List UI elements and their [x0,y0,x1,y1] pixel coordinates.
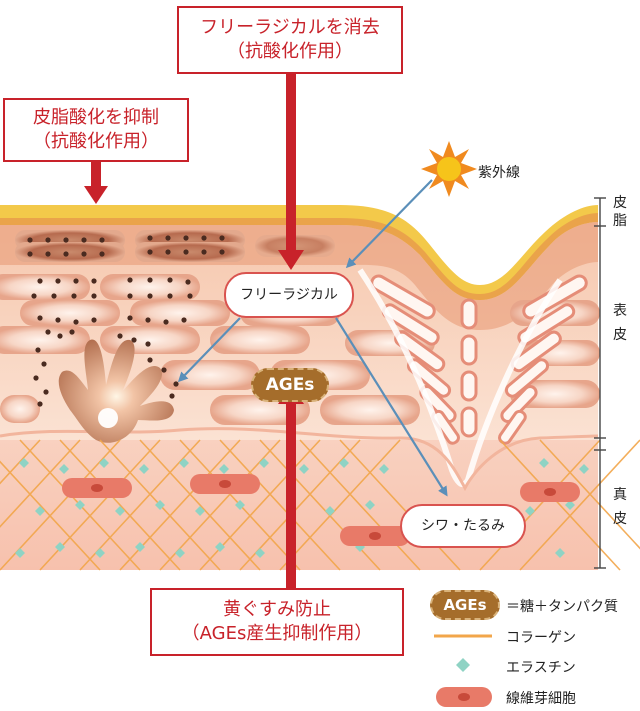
layer-scale [594,197,606,569]
legend-glyphs [434,634,492,707]
legend-fibroblast-text: 線維芽細胞 [506,691,576,707]
reaction-arrows [177,179,448,497]
scale-label-sebum: 皮 脂 [613,195,627,229]
legend-ages-badge: AGEs [430,590,500,620]
wrinkle-cells [370,274,588,445]
yellowing-box-line1: 黄ぐすみ防止 [223,599,331,620]
sebum-box-line2: （抗酸化作用） [33,131,159,152]
elastin-legend-icon [456,658,470,672]
sebum-action-box: 皮脂酸化を抑制 （抗酸化作用） [3,98,189,162]
free-radical-box-line1: フリーラジカルを消去 [200,17,380,38]
scale-label-epidermis: 表 皮 [613,303,627,343]
legend-elastin-text: エラスチン [506,660,576,676]
sebum-layer [0,205,598,300]
sebum-box-line1: 皮脂酸化を抑制 [33,107,159,128]
fibroblast-cells [62,474,580,546]
scale-label-dermis: 真 皮 [613,487,627,527]
melanin-dots [27,235,225,407]
legend-collagen-text: コラーゲン [506,630,576,646]
yellowing-box-line2: （AGEs産生抑制作用） [181,623,373,644]
uv-label: 紫外線 [478,165,520,181]
elastin-fibers [15,458,589,558]
free-radical-action-box: フリーラジカルを消去 （抗酸化作用） [177,6,403,74]
yellowing-action-box: 黄ぐすみ防止 （AGEs産生抑制作用） [150,588,404,656]
free-radical-node: フリーラジカル [224,272,354,318]
melanocyte-cell [58,339,174,443]
wrinkle-node: シワ・たるみ [400,504,526,548]
collagen-fibers [0,439,640,571]
sun-icon [421,141,477,197]
free-radical-box-line2: （抗酸化作用） [227,41,353,62]
legend-ages-text: ＝糖＋タンパク質 [506,599,618,615]
ages-node: AGEs [251,368,329,402]
